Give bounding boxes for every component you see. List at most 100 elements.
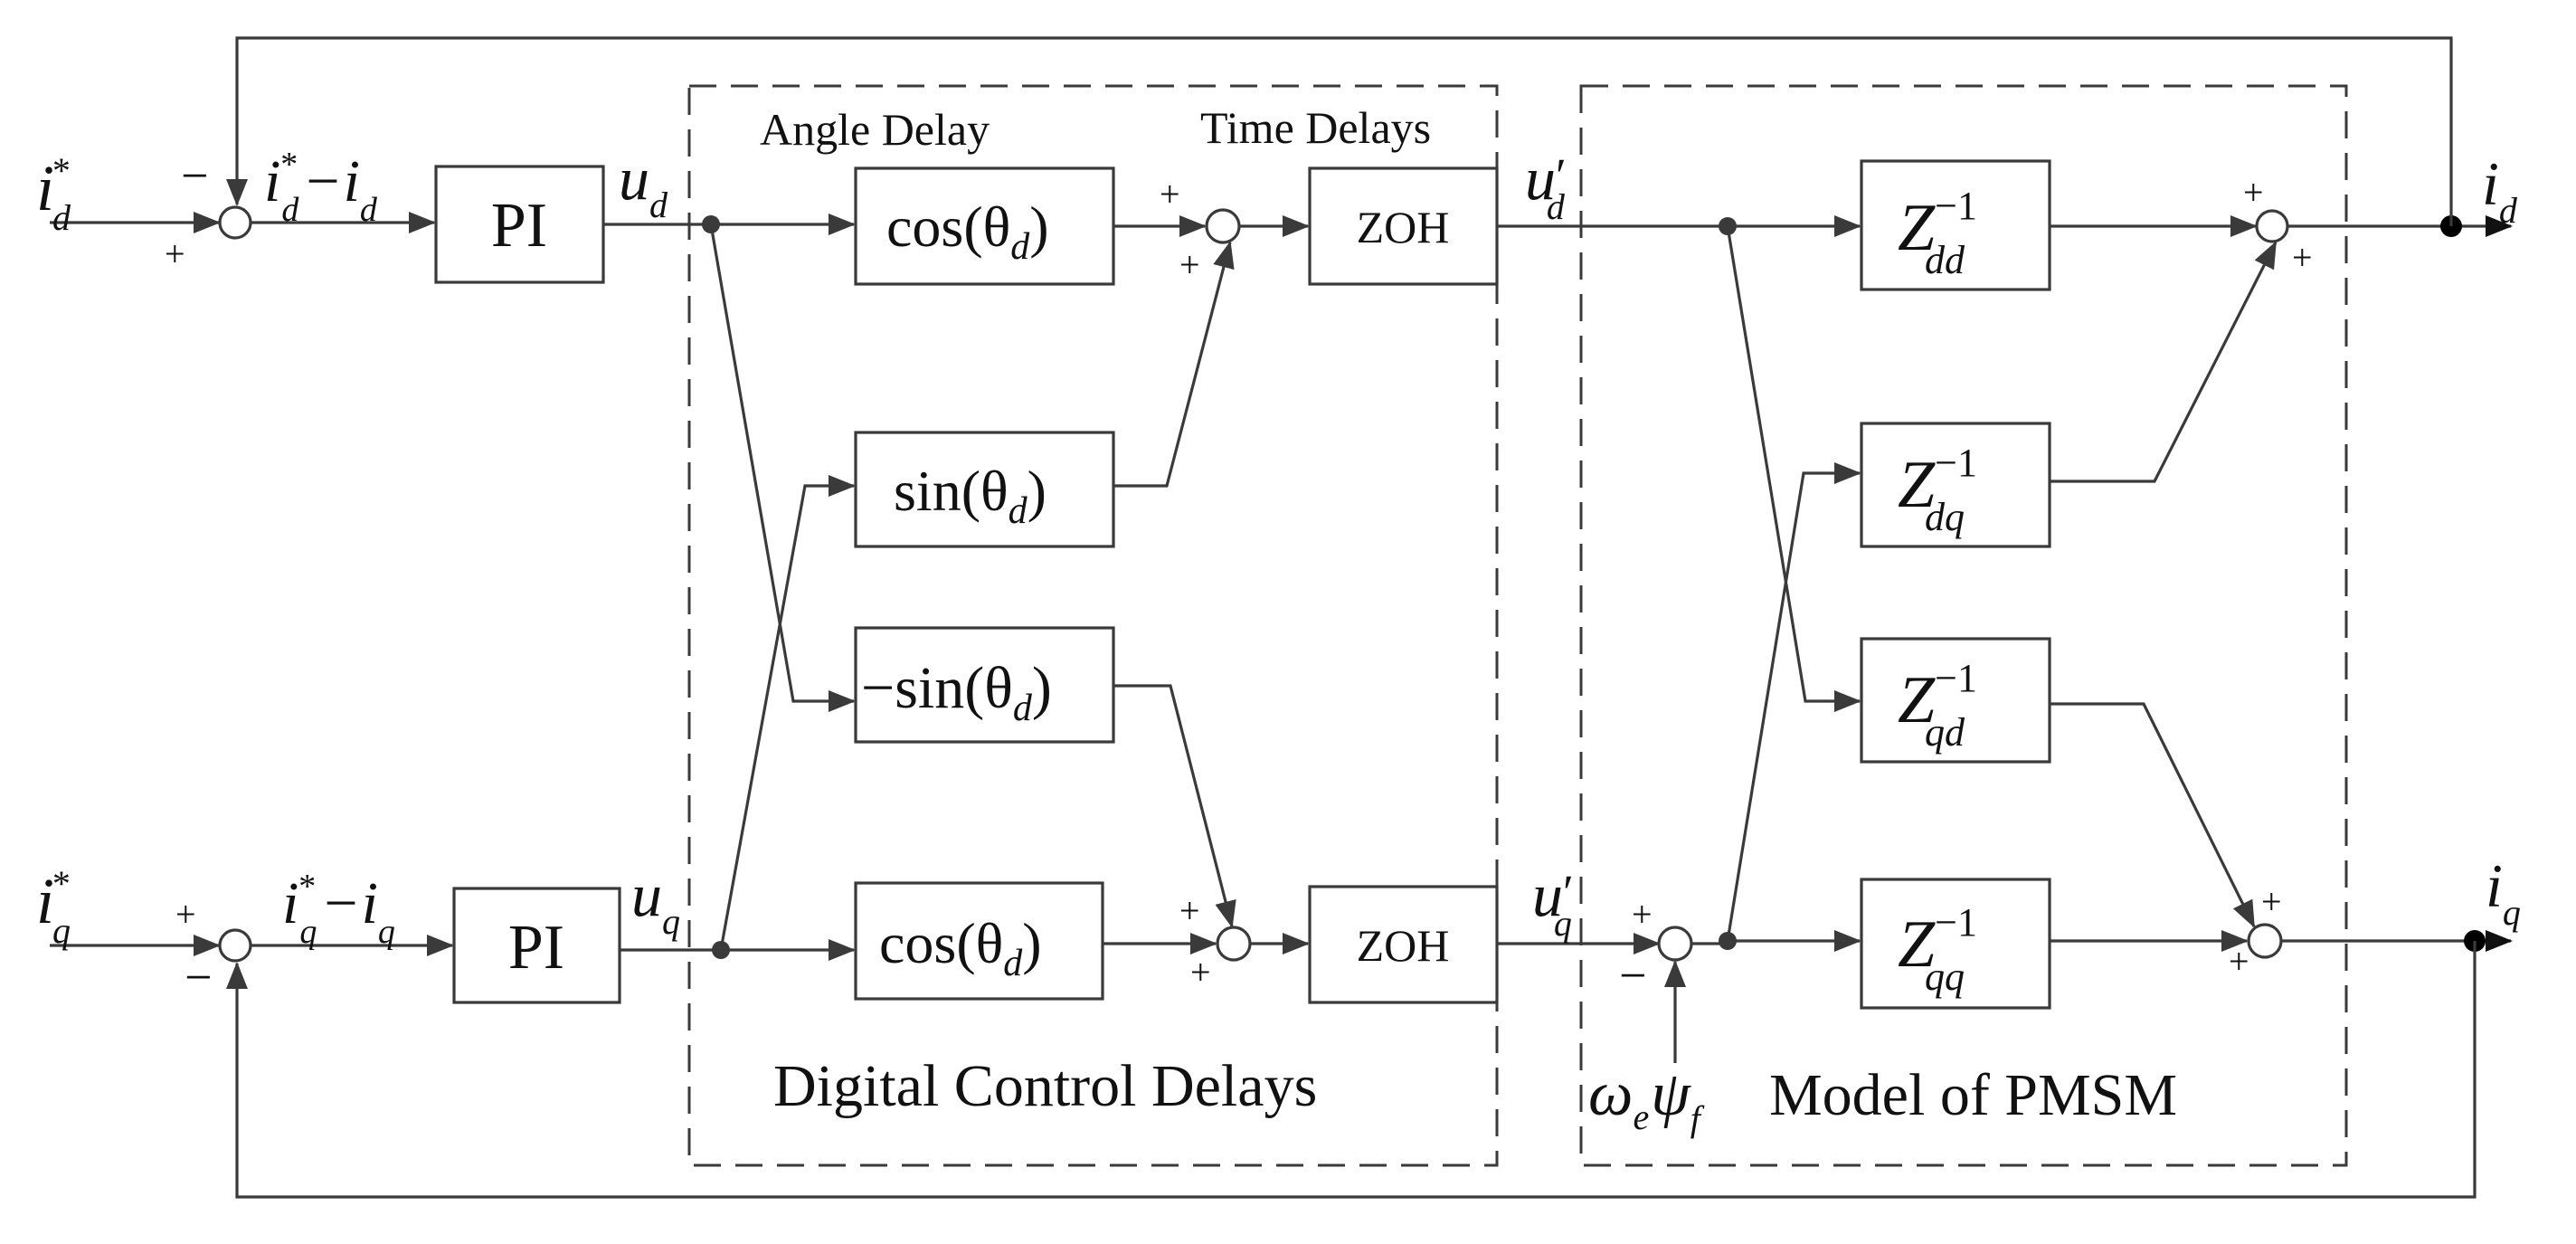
id-out-label: id xyxy=(2482,149,2518,231)
uqp-sub: q xyxy=(1554,903,1572,944)
wire-uqp-to-zdq xyxy=(1726,462,1861,942)
uq-sub: q xyxy=(662,901,680,942)
sum-junction-ud-delay xyxy=(1205,208,1241,244)
sin-fn: sin(θ xyxy=(894,459,1009,523)
model-of-pmsm-label: Model of PMSM xyxy=(1769,1062,2177,1128)
z-qd-exp: −1 xyxy=(1935,656,1977,700)
q-error-i1: i xyxy=(282,870,298,936)
psi: ψ xyxy=(1651,1059,1691,1129)
sum-junction-back-emf xyxy=(1657,926,1693,962)
zoh-block-q xyxy=(1308,885,1499,1004)
sign-q-delay-plus2: + xyxy=(1190,952,1211,992)
uqp-u: u xyxy=(1532,860,1563,929)
pi-q-label: PI xyxy=(508,913,564,983)
ud-u: u xyxy=(619,144,649,213)
z-dq-letter: Z xyxy=(1898,448,1936,522)
z-qq-block xyxy=(1860,878,2051,1010)
pi-controller-d xyxy=(434,165,605,284)
cos-d-fn: cos(θ xyxy=(886,195,1010,259)
sign-iq-out-plus2: + xyxy=(2229,941,2249,982)
sign-id-out-plus2: + xyxy=(2292,237,2313,278)
z-qd-block xyxy=(1860,637,2051,764)
q-error-label: i*q−iq xyxy=(282,868,395,951)
uq-u: u xyxy=(631,860,662,929)
wire-negsin-to-sumq xyxy=(1113,684,1236,928)
q-error-minus: − xyxy=(324,870,357,936)
udp-prime: ′ xyxy=(1556,148,1567,203)
sign-d-err-plus: + xyxy=(165,233,185,274)
omega-sub: e xyxy=(1633,1097,1649,1137)
sin-paren: ) xyxy=(1028,459,1046,523)
digital-control-delays-region xyxy=(687,84,1499,1167)
sum-junction-q-error xyxy=(218,928,252,963)
udp-sub: d xyxy=(1547,186,1566,227)
sign-iq-out-plus1: + xyxy=(2261,881,2282,922)
iq-ref-i: i xyxy=(36,865,54,937)
sign-d-err-minus: − xyxy=(181,148,208,203)
sign-q-err-plus: + xyxy=(175,894,196,935)
pmsm-model-region xyxy=(1579,84,2348,1167)
d-error-sub1: d xyxy=(281,191,299,229)
uq-prime-label: u′q xyxy=(1532,860,1574,944)
sin-d-text: sin(θd) xyxy=(894,459,1046,532)
cos-theta-block-q xyxy=(854,881,1104,1001)
uq-label: uq xyxy=(631,860,680,942)
sign-d-delay-plus2: + xyxy=(1179,244,1200,285)
z-qq-exp: −1 xyxy=(1935,900,1977,945)
feedback-iq xyxy=(226,941,2477,1199)
cos-q-sub: d xyxy=(1003,943,1023,984)
psi-sub: f xyxy=(1690,1098,1705,1139)
id-ref-star: * xyxy=(51,150,69,191)
sin-sub: d xyxy=(1009,490,1028,532)
d-error-i1: i xyxy=(264,148,280,214)
time-delays-label: Time Delays xyxy=(1200,102,1431,153)
angle-delay-label: Angle Delay xyxy=(760,104,990,155)
id-ref-label: i*d xyxy=(36,150,71,238)
z-qq-sub: qq xyxy=(1925,954,1965,999)
id-out-i: i xyxy=(2482,149,2499,218)
z-qd-letter: Z xyxy=(1898,663,1936,737)
sign-q-err-minus: − xyxy=(185,950,212,1004)
q-error-sub2: q xyxy=(378,913,395,951)
neg-sin-sub: d xyxy=(1013,688,1033,729)
cos-q-fn: cos(θ xyxy=(879,911,1003,975)
q-error-star: * xyxy=(297,868,314,906)
iq-out-label: iq xyxy=(2486,851,2521,933)
sin-theta-block xyxy=(854,431,1115,548)
cos-q-paren: ) xyxy=(1022,911,1041,975)
sign-emf-minus: − xyxy=(1619,948,1646,1002)
z-dd-sub: dd xyxy=(1925,238,1965,282)
wire-udp-to-zqd xyxy=(1726,225,1861,712)
iq-out-i: i xyxy=(2486,851,2503,920)
z-dd-block xyxy=(1860,159,2051,291)
pi-d-label: PI xyxy=(491,191,547,261)
sign-id-out-plus1: + xyxy=(2243,172,2264,213)
pi-controller-q xyxy=(452,887,621,1004)
ud-label: ud xyxy=(619,144,668,225)
cos-d-text: cos(θd) xyxy=(886,195,1049,268)
wire-zdq-to-sumd xyxy=(2050,241,2278,483)
omega: ω xyxy=(1588,1059,1633,1129)
neg-sin-paren: ) xyxy=(1032,655,1052,721)
zoh-q-label: ZOH xyxy=(1357,920,1450,971)
sign-q-delay-plus1: + xyxy=(1179,890,1200,931)
wire-zqd-to-sumq xyxy=(2050,702,2256,928)
back-emf-label: ωeψf xyxy=(1588,1059,1705,1139)
neg-sin-theta-block xyxy=(854,626,1115,744)
iq-ref-sub: q xyxy=(52,910,71,951)
neg-sin-text: −sin(θd) xyxy=(861,655,1052,729)
z-dq-exp: −1 xyxy=(1935,441,1977,485)
zoh-d-label: ZOH xyxy=(1357,202,1450,252)
sign-d-delay-plus1: + xyxy=(1160,174,1180,214)
neg-sin-fn: −sin(θ xyxy=(861,655,1013,721)
wire-ud-to-negsin xyxy=(709,223,856,712)
d-error-i2: i xyxy=(344,148,360,214)
id-out-sub: d xyxy=(2499,190,2518,231)
cos-theta-block-d xyxy=(854,166,1115,286)
